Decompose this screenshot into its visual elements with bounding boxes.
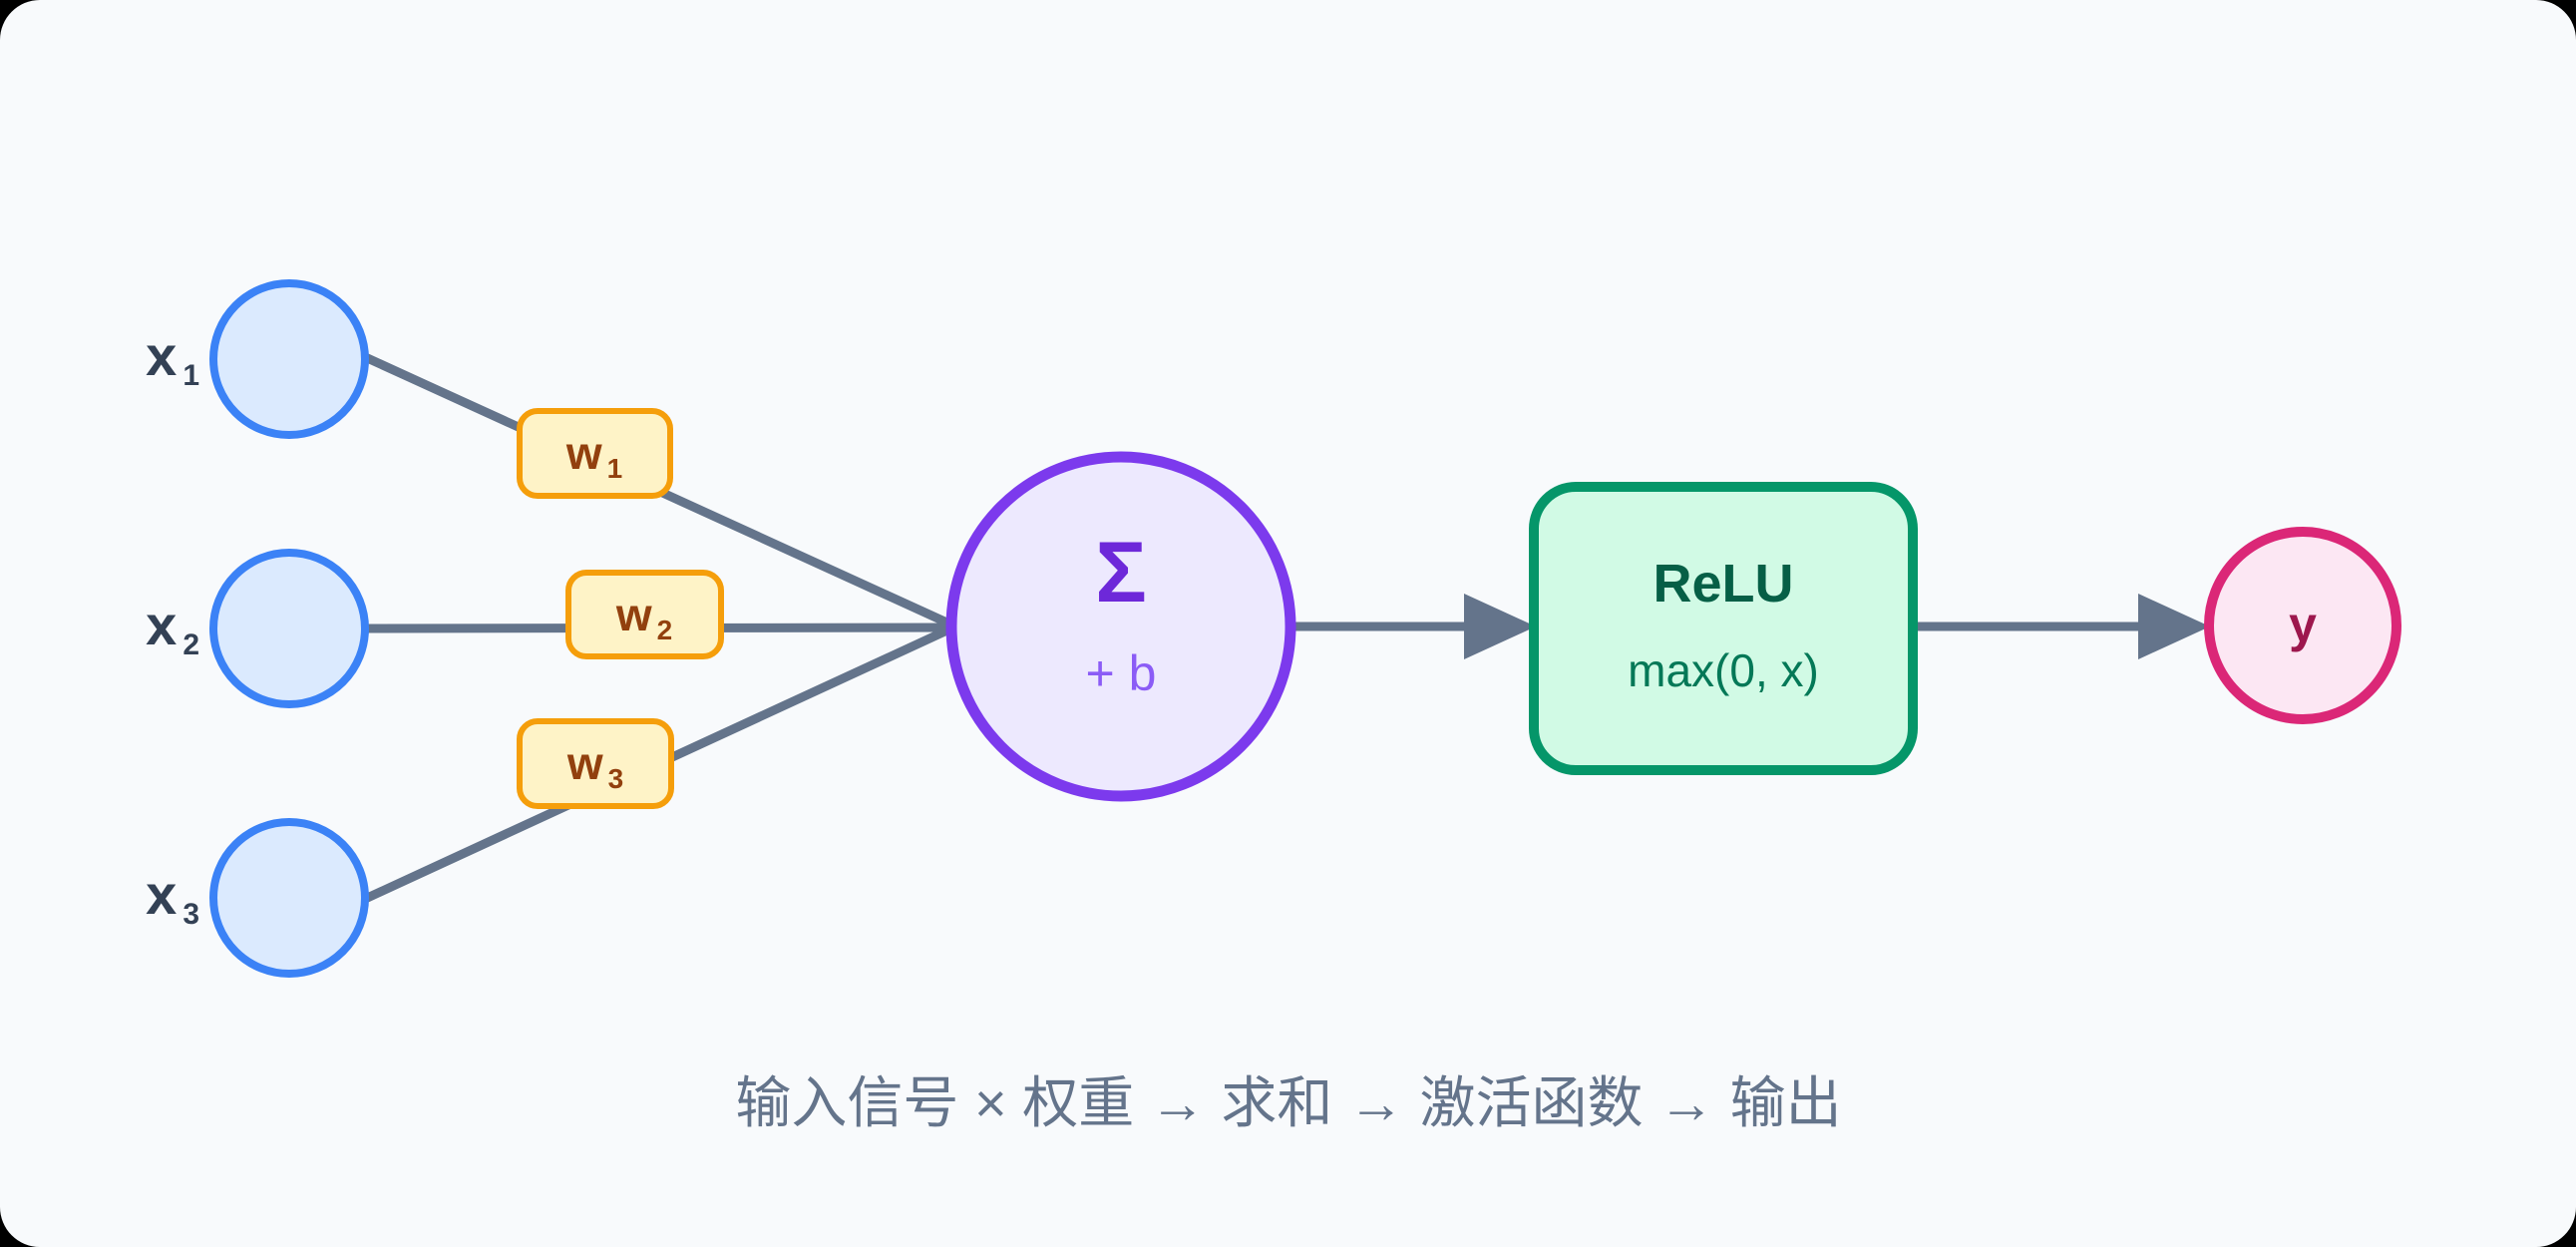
output-label: y [2289,597,2317,652]
bias-label: + b [1086,645,1157,701]
output-node [2204,527,2401,724]
activation-formula: max(0, x) [1628,644,1819,696]
arrowhead-icon [1464,594,1536,659]
arrowhead-icon [2138,594,2210,659]
caption-text: 输入信号 × 权重 → 求和 → 激活函数 → 输出 [735,1071,1841,1134]
weight-box-w2 [565,570,724,659]
input-node-x1 [209,279,369,439]
activation-title: ReLU [1653,554,1793,614]
sum-symbol: Σ [1095,525,1147,621]
sum-node [945,451,1296,802]
activation-box [1529,482,1918,775]
input-node-x3 [209,818,369,978]
weight-box-w3 [517,718,674,809]
weight-box-w1 [517,408,673,499]
input-node-x2 [209,549,369,708]
